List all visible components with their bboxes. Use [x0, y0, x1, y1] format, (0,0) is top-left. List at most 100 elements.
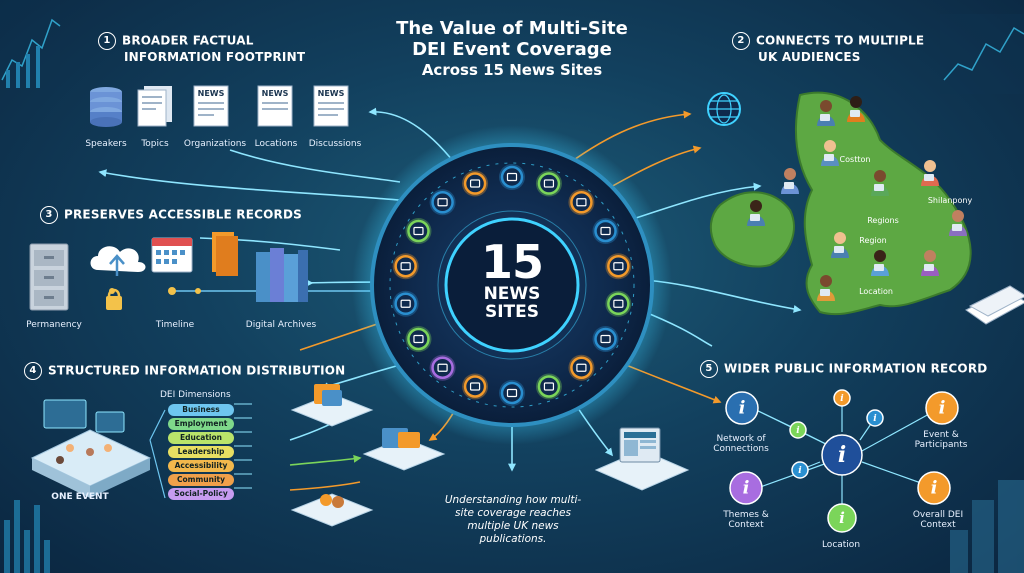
person-figure	[921, 250, 939, 276]
section-2-line-2: UK AUDIENCES	[758, 50, 861, 64]
distribution-platforms	[290, 384, 690, 527]
section-3-heading: 3 PRESERVES ACCESSIBLE RECORDS	[40, 206, 302, 224]
newspaper-stack	[965, 285, 1024, 325]
person-figure	[747, 200, 765, 226]
person-figure	[921, 160, 939, 186]
svg-text:i: i	[796, 426, 800, 436]
coverage-note: Understanding how multi-site coverage re…	[444, 494, 582, 546]
section-4-heading: 4 STRUCTURED INFORMATION DISTRIBUTION	[24, 362, 345, 380]
section-1-line-1: BROADER FACTUAL	[122, 33, 254, 48]
hub-node-icon	[605, 290, 632, 317]
public-record-label-overall: Overall DEI Context	[912, 510, 964, 531]
one-event-illustration	[30, 399, 152, 498]
hub-node-icon	[405, 326, 432, 352]
svg-text:i: i	[939, 398, 946, 419]
hub-node-icon	[499, 380, 525, 406]
title-line-1: The Value of Multi-Site	[396, 18, 628, 39]
hub-node-icon	[535, 170, 562, 197]
section-2-line-1: CONNECTS TO MULTIPLE	[756, 33, 925, 48]
hub-node-icon	[568, 354, 595, 381]
hub-node-icon	[568, 189, 595, 216]
audience-label-region: Region	[859, 236, 887, 245]
svg-text:i: i	[839, 509, 845, 527]
dei-dimension-pill: Business	[168, 404, 234, 416]
section-4-number: 4	[24, 362, 42, 380]
title-line-2: DEI Event Coverage	[412, 39, 612, 61]
person-figure	[781, 168, 799, 194]
svg-text:i: i	[873, 414, 877, 424]
title-line-3: Across 15 News Sites	[421, 61, 603, 80]
info-small-icon: i	[866, 409, 884, 427]
person-figure	[847, 96, 865, 122]
corner-chart-right	[940, 14, 1024, 94]
footprint-label-locations: Locations	[254, 139, 298, 149]
corner-chart-left	[0, 0, 61, 90]
hub-nodes	[392, 164, 632, 406]
hub-node-icon	[592, 326, 619, 352]
dei-dimension-pill: Community	[168, 474, 234, 486]
section-1-line-2: INFORMATION FOOTPRINT	[124, 50, 306, 64]
uk-people	[747, 96, 967, 301]
themes-node-icon: i	[729, 471, 763, 505]
hub-line-2: SITES	[484, 302, 540, 323]
infographic-title: The Value of Multi-Site DEI Event Covera…	[350, 18, 674, 80]
hub-node-icon	[405, 218, 432, 244]
info-small-icon: i	[833, 389, 851, 407]
hub-node-icon	[392, 290, 419, 317]
dei-dimension-pill: Social-Policy	[168, 488, 234, 500]
hub-node-icon	[535, 373, 562, 400]
footprint-label-speakers: Speakers	[85, 139, 127, 149]
section-3-line-1: PRESERVES ACCESSIBLE RECORDS	[64, 207, 302, 222]
public-record-label-themes: Themes & Context	[723, 510, 769, 531]
audience-label-shilanpony: Shilanpony	[927, 196, 973, 205]
footprint-icons	[90, 85, 349, 127]
dei-dimensions-title: DEI Dimensions	[160, 390, 231, 400]
footprint-label-topics: Topics	[141, 139, 169, 149]
svg-text:i: i	[931, 478, 938, 499]
section-2-heading: 2 CONNECTS TO MULTIPLE UK AUDIENCES	[732, 32, 924, 65]
dei-dimension-pill: Employment	[168, 418, 234, 430]
hub-node-icon	[429, 189, 456, 216]
hub-node-icon	[592, 218, 619, 244]
svg-text:i: i	[739, 398, 746, 419]
hub-node-icon	[462, 373, 489, 400]
news-badge-1: NEWS	[197, 89, 225, 98]
audience-label-location: Location	[859, 287, 893, 296]
public-record-label-event: Event & Participants	[914, 430, 968, 451]
public-record-label-location: Location	[821, 540, 861, 550]
info-small-icon: i	[789, 421, 807, 439]
section-3-number: 3	[40, 206, 58, 224]
person-figure	[831, 232, 849, 258]
person-figure	[949, 210, 967, 236]
hub-line-1: NEWS	[483, 284, 541, 305]
corner-bars-left	[4, 500, 50, 573]
hub-node-icon	[392, 253, 419, 280]
dei-dimension-pill: Leadership	[168, 446, 234, 458]
svg-text:i: i	[743, 478, 750, 499]
hub-node-icon	[605, 253, 632, 280]
records-label-permanency: Permanency	[26, 320, 82, 330]
person-figure	[817, 275, 835, 301]
dei-dimension-pill: Accessibility	[168, 460, 234, 472]
info-center-icon: i	[821, 434, 863, 476]
records-label-digital-archives: Digital Archives	[245, 320, 317, 330]
public-record-label-network: Network of Connections	[713, 434, 769, 455]
hub-number: 15	[480, 235, 544, 289]
hub-label: 15 NEWS SITES	[452, 238, 572, 322]
hub-node-icon	[499, 164, 525, 190]
section-4-line-1: STRUCTURED INFORMATION DISTRIBUTION	[48, 363, 346, 378]
hub-node-icon	[462, 170, 489, 197]
audience-label-regions: Regions	[867, 216, 899, 225]
corner-buildings-right	[950, 480, 1024, 573]
overall-node-icon: i	[917, 471, 951, 505]
event-node-icon: i	[925, 391, 959, 425]
person-figure	[817, 100, 835, 126]
section-2-number: 2	[732, 32, 750, 50]
dei-dimension-pill: Education	[168, 432, 234, 444]
footprint-label-discussions: Discussions	[308, 139, 362, 149]
